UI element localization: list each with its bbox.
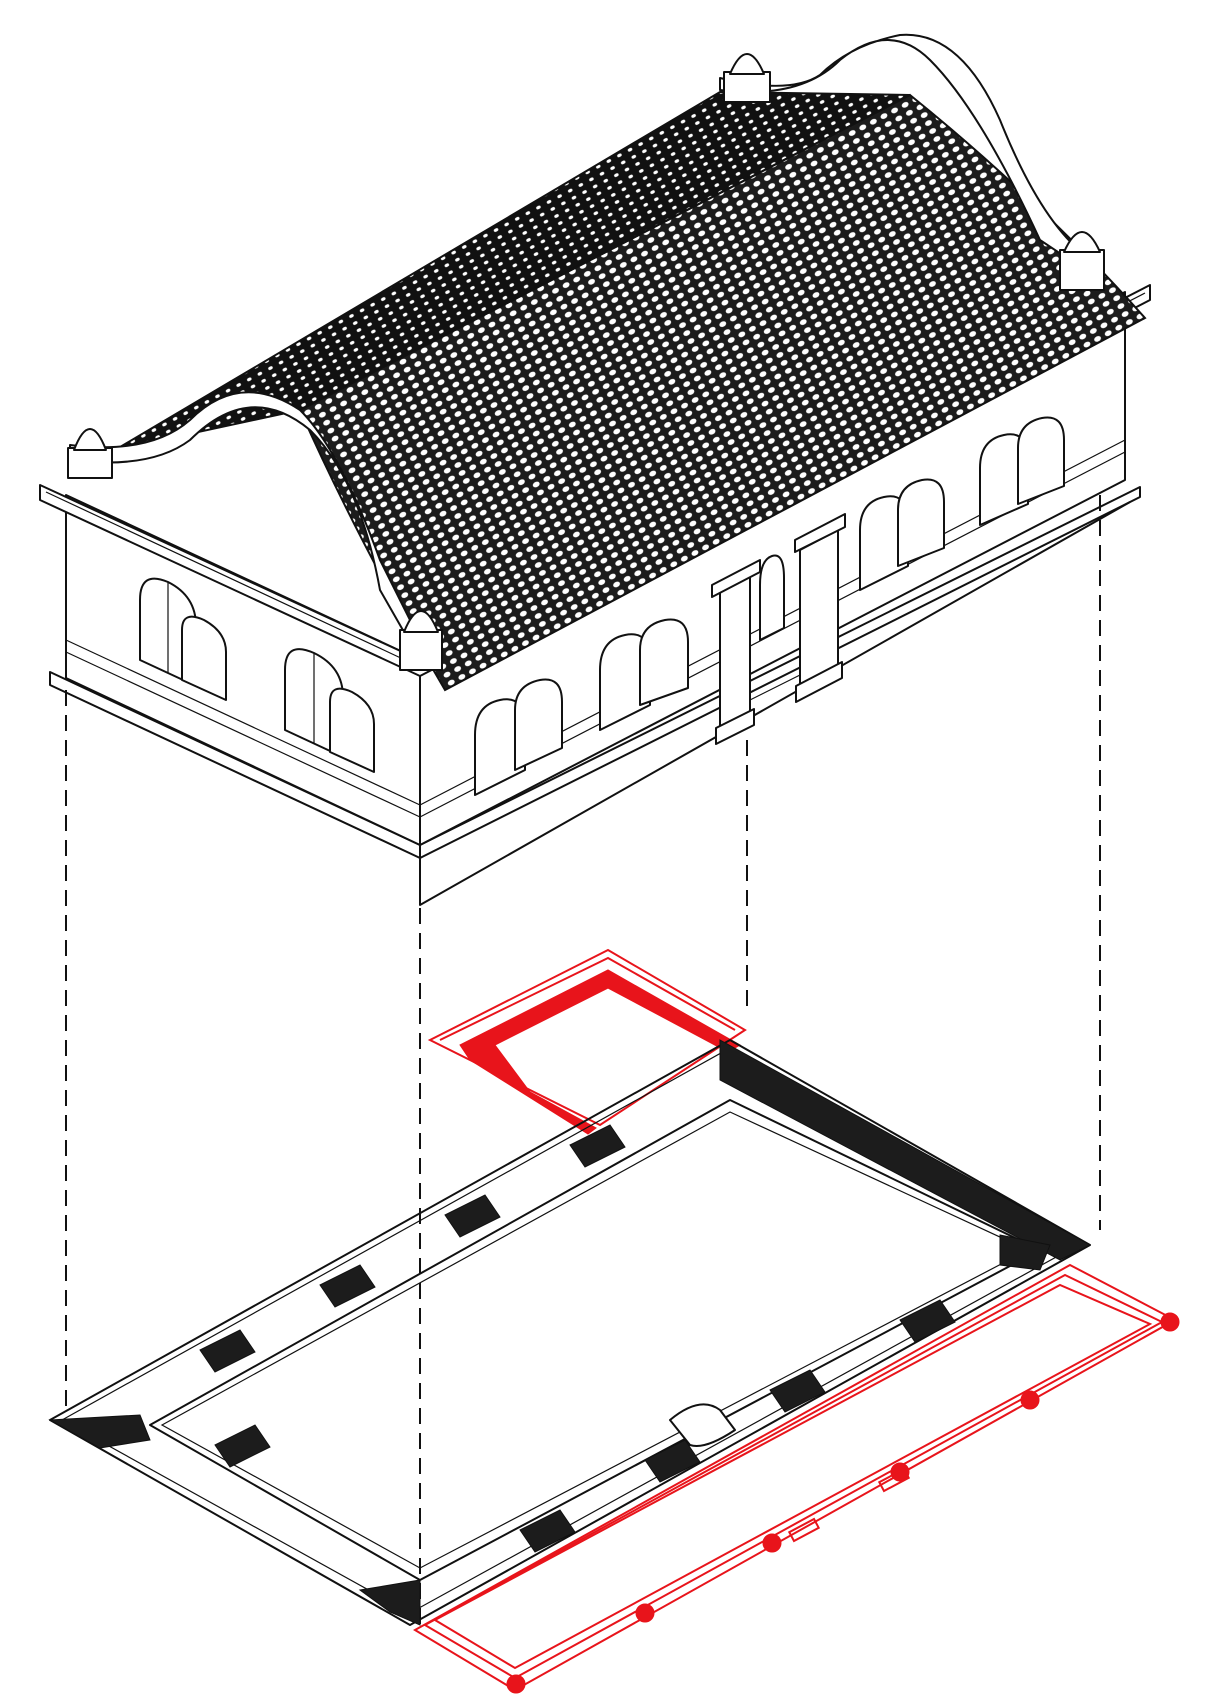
arched-window	[139, 577, 227, 701]
entrance-portico	[711, 513, 846, 745]
gable-wall-left	[69, 391, 421, 661]
side-wall-windows	[139, 577, 375, 773]
gable-wall-right	[719, 33, 1086, 271]
plan-entrance-door	[669, 1403, 736, 1447]
arched-window	[599, 618, 689, 731]
arched-window	[284, 648, 375, 773]
roof-front-slope	[298, 93, 1147, 692]
gable-finials	[67, 53, 1105, 671]
roof	[114, 90, 1147, 692]
porch-red-outline	[413, 1263, 1180, 1694]
porch-column	[635, 1603, 655, 1623]
arched-window	[979, 416, 1065, 526]
finial	[723, 53, 771, 103]
finial	[399, 610, 443, 671]
building-3d-view	[39, 33, 1151, 906]
facade-windows	[474, 416, 1065, 796]
plan-main-walls	[48, 1039, 1092, 1626]
plan-wall-piers	[199, 1124, 956, 1553]
finial	[1059, 231, 1105, 291]
entrance-door	[759, 554, 785, 641]
gable-walls	[69, 33, 1086, 661]
floor-plan	[48, 948, 1180, 1694]
annex-red-outline	[427, 948, 747, 1135]
projection-lines	[65, 495, 1101, 1625]
porch-column	[1020, 1390, 1040, 1410]
arched-window	[859, 478, 945, 591]
porch-column	[762, 1533, 782, 1553]
porch-column	[506, 1674, 526, 1694]
arched-window	[474, 678, 563, 796]
porch-column	[1160, 1312, 1180, 1332]
finial	[67, 428, 113, 479]
